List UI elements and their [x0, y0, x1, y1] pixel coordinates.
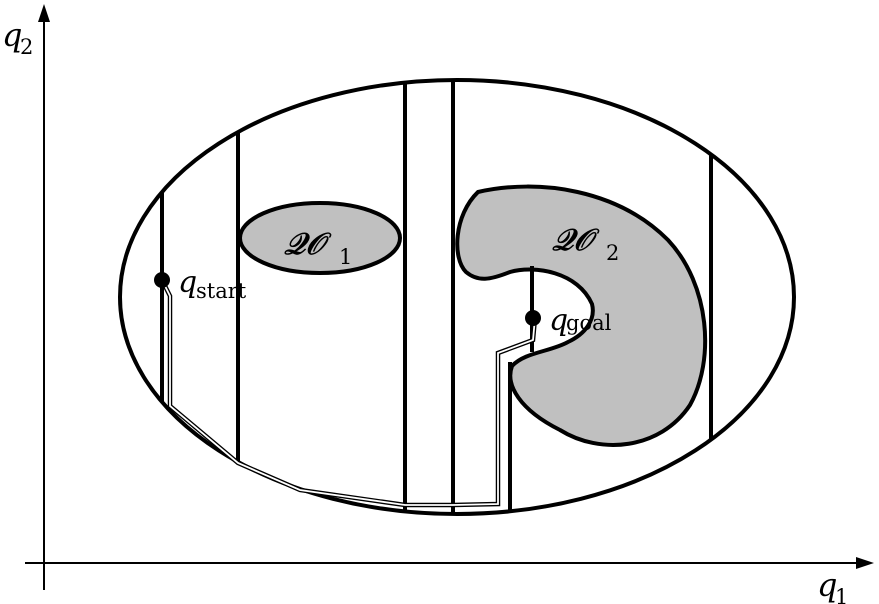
x-axis-arrowhead [856, 557, 874, 569]
free-space-boundary [118, 78, 796, 516]
y-axis-label: q [2, 16, 22, 54]
y-axis-arrowhead [38, 4, 50, 22]
axes [25, 4, 874, 590]
solution-path-inner [161, 279, 536, 506]
obstacle-1-label-sub: 1 [339, 245, 352, 269]
goal-point [525, 310, 541, 326]
y-axis-label-sub: 2 [20, 35, 33, 59]
obstacle-2 [455, 184, 708, 447]
goal-label: q [549, 303, 568, 338]
obstacle-1-label: 𝒬𝒪 [284, 227, 333, 262]
obstacle-1 [238, 201, 402, 275]
x-axis-label-sub: 1 [835, 585, 848, 604]
obstacle-2-label: 𝒬𝒪 [552, 223, 601, 258]
start-point [154, 272, 170, 288]
obstacle-2-label-sub: 2 [606, 241, 619, 265]
x-axis-label: q [817, 566, 837, 604]
start-label: q [178, 265, 197, 300]
start-label-sub: start [196, 279, 247, 303]
goal-label-sub: goal [566, 311, 612, 335]
solution-path [159, 278, 538, 508]
